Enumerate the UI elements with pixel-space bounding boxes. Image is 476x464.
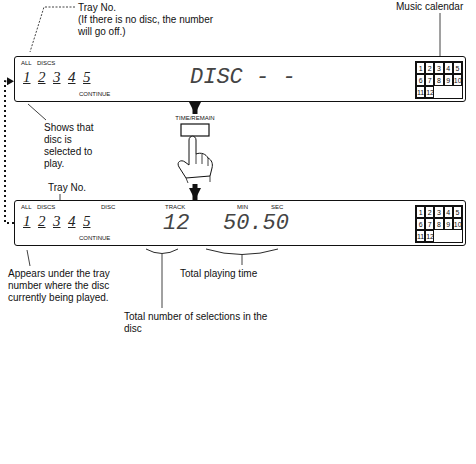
tray-number: 1	[23, 70, 31, 85]
display-legend: ALL	[21, 204, 32, 210]
segment-readout: 12	[163, 213, 189, 235]
calendar-cell: 2	[425, 62, 434, 74]
calendar-cell: 7	[425, 74, 434, 86]
music-calendar: 123456789101112	[415, 61, 463, 99]
calendar-cell: 9	[444, 74, 453, 86]
tray-number: 3	[53, 214, 61, 229]
calendar-cell: 11	[416, 86, 425, 98]
tray-number: 1	[23, 214, 31, 229]
calendar-cell: 4	[444, 62, 453, 74]
display-legend: DISCS	[37, 204, 55, 210]
display-legend: CONTINUE	[79, 91, 110, 97]
tray-number: 2	[38, 214, 46, 229]
leader-line	[440, 13, 441, 58]
callout-label: (If there is no disc, the number will go…	[78, 14, 228, 38]
display-legend: ALL	[21, 60, 32, 66]
calendar-cell: 12	[425, 230, 434, 242]
calendar-cell: 1	[416, 206, 425, 218]
callout-label: Total playing time	[180, 268, 290, 280]
tray-number: 5	[83, 70, 91, 85]
calendar-cell: 7	[425, 218, 434, 230]
calendar-cell: 11	[416, 230, 425, 242]
button-key	[181, 124, 209, 136]
callout-label: Tray No.	[78, 2, 198, 14]
callout-label: Total number of selections in the disc	[124, 311, 274, 335]
flow-arrow	[193, 102, 198, 114]
leader-line	[162, 254, 163, 308]
tray-number: 3	[53, 70, 61, 85]
display-legend: DISCS	[37, 60, 55, 66]
hand	[178, 136, 212, 178]
display-panel: 123456789101112ALLDISCS12345CONTINUEDISC…	[14, 56, 466, 102]
callout-label: Music calendar	[396, 1, 474, 13]
leader-line	[242, 255, 243, 265]
calendar-cell: 5	[453, 62, 462, 74]
calendar-cell: 2	[425, 206, 434, 218]
display-legend: DISC	[101, 204, 115, 210]
callout-label: Shows that disc is selected to play.	[44, 122, 106, 170]
callout-label: Tray No.	[48, 182, 108, 194]
calendar-cell: 4	[444, 206, 453, 218]
calendar-cell: 9	[444, 218, 453, 230]
bracket	[146, 249, 178, 254]
bracket	[206, 249, 278, 255]
display-legend: TRACK	[165, 204, 185, 210]
display-legend: SEC	[271, 204, 283, 210]
leader-line	[27, 250, 30, 266]
flow-arrow	[193, 184, 198, 200]
calendar-cell: 10	[453, 74, 462, 86]
tray-number: 5	[83, 214, 91, 229]
segment-readout: 50.50	[223, 213, 289, 235]
display-panel: 123456789101112ALLDISCSDISCTRACKMINSEC12…	[14, 200, 466, 246]
tray-number: 4	[68, 70, 76, 85]
segment-readout: DISC - -	[190, 67, 296, 89]
leader-line	[30, 7, 75, 52]
calendar-cell: 1	[416, 62, 425, 74]
calendar-cell: 10	[453, 218, 462, 230]
calendar-cell: 5	[453, 206, 462, 218]
leader-line	[28, 104, 46, 120]
tray-number: 2	[38, 70, 46, 85]
calendar-cell: 3	[434, 62, 443, 74]
display-legend: MIN	[237, 204, 248, 210]
calendar-cell: 8	[434, 218, 443, 230]
calendar-cell: 12	[425, 86, 434, 98]
hand-press-illustration	[170, 114, 220, 184]
display-legend: CONTINUE	[79, 235, 110, 241]
return-arrow	[5, 81, 14, 223]
calendar-cell: 6	[416, 218, 425, 230]
calendar-cell: 3	[434, 206, 443, 218]
calendar-cell: 8	[434, 74, 443, 86]
music-calendar: 123456789101112	[415, 205, 463, 243]
hand-detail	[186, 154, 210, 183]
callout-label: Appears under the tray number where the …	[8, 268, 132, 304]
time-remain-button: TIME/REMAIN	[168, 114, 222, 184]
button-label: TIME/REMAIN	[168, 115, 222, 121]
calendar-cell: 6	[416, 74, 425, 86]
tray-number: 4	[68, 214, 76, 229]
